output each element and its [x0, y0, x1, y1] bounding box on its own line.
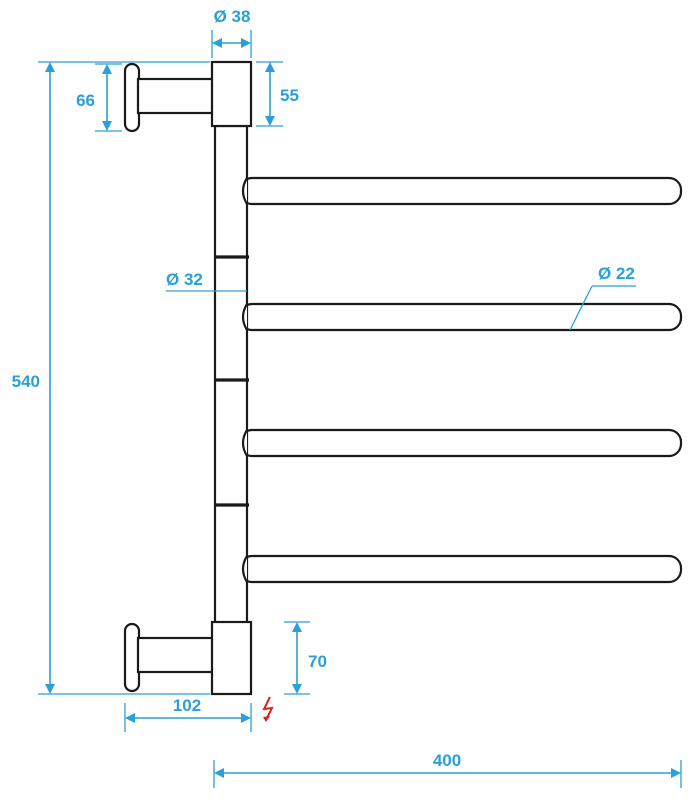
label-bottom-mount-height: 70: [308, 652, 327, 671]
swing-arm-4: [238, 554, 683, 584]
arm-hub-3: [241, 429, 248, 457]
dim-arm-diameter: Ø 22: [569, 264, 636, 331]
bottom-wall-flange: [123, 622, 141, 693]
label-wall-flange-height: 66: [76, 91, 95, 110]
arm-hub-4: [241, 555, 248, 583]
dim-arm-length: 400: [213, 751, 682, 788]
label-top-mount-diameter: Ø 38: [214, 7, 251, 26]
lightning-bolt-icon: [262, 696, 274, 722]
bottom-mount-block: [210, 620, 253, 696]
dim-wall-projection: 102: [124, 696, 252, 732]
dim-column-diameter: Ø 32: [166, 270, 247, 292]
swing-arm-1: [238, 176, 683, 206]
dim-top-mount-height: 55: [256, 61, 299, 127]
label-column-diameter: Ø 32: [166, 270, 203, 289]
dim-top-mount-diameter: Ø 38: [211, 7, 252, 58]
label-arm-length: 400: [433, 751, 461, 770]
label-arm-diameter: Ø 22: [598, 264, 635, 283]
arm-hub-2: [241, 303, 248, 331]
swing-arm-3: [238, 428, 683, 458]
dim-wall-flange-height: 66: [76, 63, 122, 132]
label-top-mount-height: 55: [280, 86, 299, 105]
top-wall-stem: [136, 77, 216, 115]
bottom-wall-stem: [136, 636, 216, 674]
label-wall-projection: 102: [173, 696, 201, 715]
label-overall-height: 540: [12, 372, 40, 391]
arm-hub-1: [241, 177, 248, 205]
top-mount-block: [210, 60, 253, 128]
vertical-column: [213, 124, 249, 625]
dim-overall-height: 540: [12, 61, 210, 695]
top-wall-flange: [123, 62, 141, 133]
dim-bottom-mount-height: 70: [284, 621, 327, 695]
product-outline: [123, 60, 683, 696]
swing-arm-2: [238, 302, 683, 332]
